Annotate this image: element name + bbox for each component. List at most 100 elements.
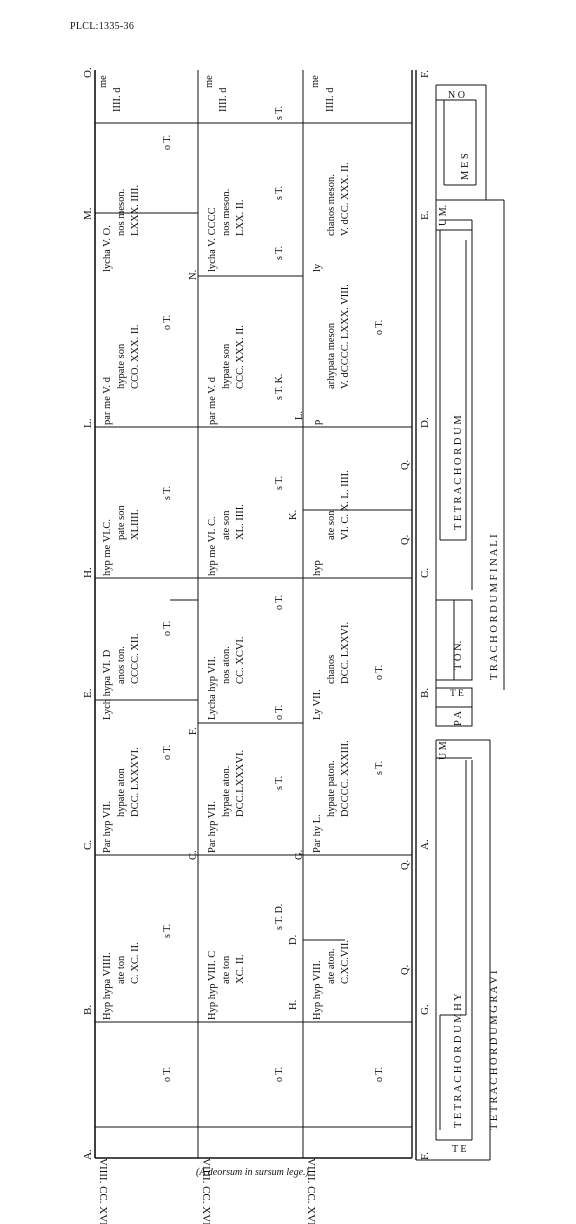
- cell-word: ate ton: [116, 955, 127, 984]
- cell-name: lycha V. CCCC: [207, 207, 218, 272]
- cell-number: CCCC. XII.: [130, 634, 141, 684]
- cell-name: Hyp hypa VIIII.: [102, 952, 113, 1020]
- cell-word: pate son: [116, 505, 127, 540]
- sq-marker: o T.: [274, 1067, 285, 1082]
- cell-number: DCC. LXXVI.: [340, 622, 351, 684]
- sq-marker: o T.: [374, 1067, 385, 1082]
- cell-number: VI. C. X. L. IIII.: [340, 470, 351, 540]
- sq-marker: s T.: [162, 924, 173, 938]
- cell-name: par me V. d: [102, 376, 113, 425]
- point-top: C.: [82, 840, 94, 850]
- point-top: H.: [82, 567, 94, 578]
- row-header-3: VIIII. CC. XVI. PROS: [305, 1158, 317, 1224]
- end-top-2: me: [204, 75, 215, 88]
- sq-marker: o T.: [162, 621, 173, 636]
- point-mid: H.: [288, 1000, 299, 1010]
- cell-word: anos ton.: [116, 646, 127, 684]
- cell-number: LXXX. IIII.: [130, 185, 141, 236]
- end-top-3: me: [310, 75, 321, 88]
- end-top-1: me: [98, 75, 109, 88]
- point-mid: L.: [294, 411, 305, 420]
- point-top: B.: [82, 1005, 94, 1015]
- point-labels: A.B.C.E.H.L.M.O.F.G.A.B.C.D.E.F.C.F.N.G.…: [82, 67, 431, 1160]
- table-frame: [94, 70, 413, 1159]
- cell-name: lycha V. O.: [102, 225, 113, 272]
- cell-number: CCO. XXX. II.: [130, 325, 141, 389]
- cell-word: nos meson.: [221, 189, 232, 236]
- point-mid: Q.: [400, 535, 411, 545]
- point-bottom: D.: [419, 417, 431, 428]
- point-mid: G.: [294, 850, 305, 860]
- point-mid: D.: [288, 935, 299, 945]
- cell-number: XC. II.: [235, 955, 246, 984]
- end-column: me IIII. d me IIII. d me IIII. d: [98, 75, 336, 112]
- bracket-te2: T E: [450, 689, 464, 699]
- sq-marker: o T.: [162, 315, 173, 330]
- cell-name: Lych hypa VI. D: [102, 649, 113, 720]
- cell-name: Lycha hyp VII.: [207, 656, 218, 720]
- row-headers: VIIII. CC. XVI. OMENOS VIIII. CC. XVI. L…: [97, 1158, 317, 1224]
- cell-number: DCC. LXXXVI.: [130, 747, 141, 817]
- cell-name: hyp: [312, 560, 323, 576]
- point-top: A.: [82, 1149, 94, 1160]
- bracket-um2: U M.: [438, 205, 449, 226]
- cell-name: hyp me VI.C.: [102, 519, 113, 576]
- cell-word: chanos meson.: [326, 174, 337, 236]
- point-mid: Q.: [400, 965, 411, 975]
- cell-name: Par hyp VII.: [207, 801, 218, 853]
- cell-name: par me V. d: [207, 376, 218, 425]
- cell-word: ate ton: [221, 955, 232, 984]
- cell-number: C.XC.VII.: [340, 940, 351, 984]
- cell-number: XLIIII.: [130, 509, 141, 540]
- cell-name: p: [312, 420, 323, 425]
- cell-word: ate son: [221, 510, 232, 540]
- bracket-ton: T O N.: [453, 641, 464, 670]
- sq-marker: s T.: [274, 106, 285, 120]
- cell-word: hypate son: [221, 343, 232, 389]
- sq-marker: s T.: [274, 476, 285, 490]
- sq-marker: o T.: [162, 745, 173, 760]
- cell-word: chanos: [326, 655, 337, 684]
- bracket-pa: P A: [453, 711, 464, 726]
- sq-marker: s T.: [274, 246, 285, 260]
- point-top: M.: [82, 207, 94, 220]
- bracket-mid: T E T R A C H O R D U M: [453, 415, 464, 530]
- point-mid: C.: [188, 850, 199, 860]
- sq-marker: o T.: [162, 1067, 173, 1082]
- sq-marker: o T.: [162, 135, 173, 150]
- cell-name: hyp me VI. C.: [207, 516, 218, 576]
- sq-marker: o T.: [374, 320, 385, 335]
- cell-word: arhypata meson: [326, 322, 337, 389]
- cell-word: ate son: [326, 510, 337, 540]
- sq-marker: s T. D.: [274, 904, 285, 930]
- bracket-no: N O: [448, 90, 465, 101]
- row-header-1: VIIII. CC. XVI. OMENOS: [97, 1158, 109, 1224]
- cell-name: Ly VII.: [312, 689, 323, 720]
- cell-number: DCCCC. XXXIII.: [340, 740, 351, 817]
- point-top: L.: [82, 418, 94, 428]
- point-bottom: E.: [419, 210, 431, 220]
- cell-number: V. dCCCC. LXXX. VIII.: [340, 284, 351, 389]
- bracket-finali: T R A C H O R D U M F I N A L I: [489, 534, 500, 680]
- bracket-gravi: T E T R A C H O R D U M G R A V I: [489, 970, 500, 1130]
- bracket-te: T E: [452, 1144, 467, 1155]
- cell-number: CC. XCVI.: [235, 636, 246, 684]
- point-mid: N.: [188, 270, 199, 280]
- row-header-2: VIIII. CC. XVI. LAMBAN: [200, 1158, 212, 1224]
- cell-number: V. dCC. XXX. II.: [340, 162, 351, 236]
- cell-name: Par hyp VII.: [102, 801, 113, 853]
- point-bottom: G.: [419, 1004, 431, 1015]
- cell-word: hypate aton: [116, 768, 127, 817]
- point-top: E.: [82, 688, 94, 698]
- cell-word: nos meson.: [116, 189, 127, 236]
- cell-word: nos aton.: [221, 646, 232, 684]
- sq-marker: s T. K.: [274, 374, 285, 400]
- cell-name: Hyp hyp VIII. C: [207, 951, 218, 1020]
- point-bottom: F.: [419, 1152, 431, 1160]
- end-bottom-3: IIII. d: [325, 87, 336, 112]
- cell-number: DCC.LXXXVI.: [235, 750, 246, 817]
- bracket-hy: T E T R A C H O R D U M H Y: [453, 993, 464, 1128]
- end-bottom-2: IIII. d: [218, 87, 229, 112]
